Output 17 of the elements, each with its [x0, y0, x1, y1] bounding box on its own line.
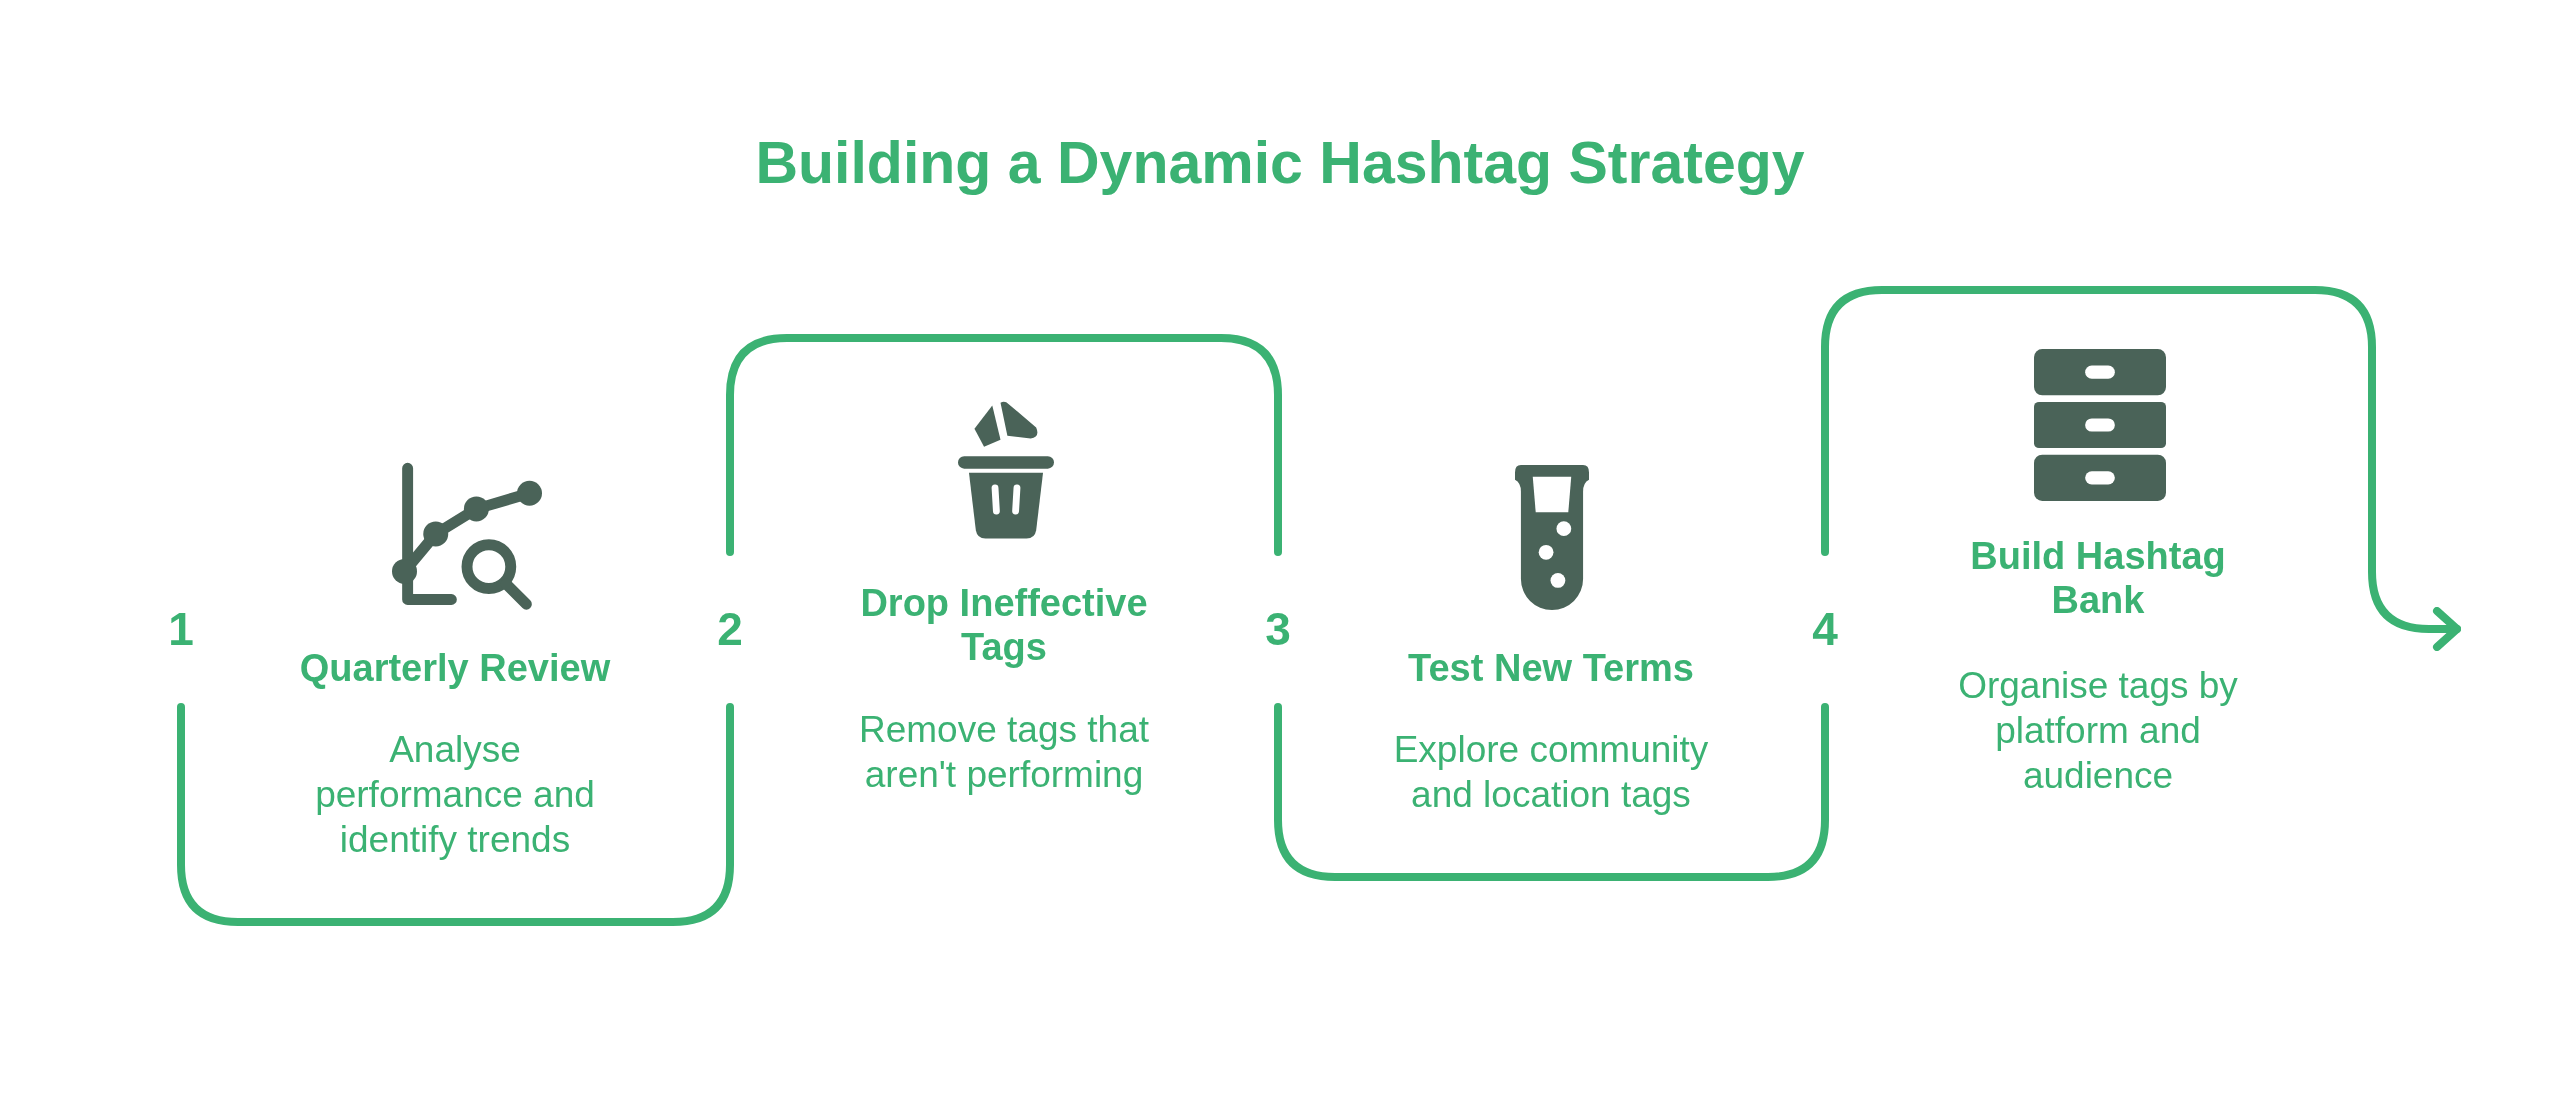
step-heading: Quarterly Review: [298, 646, 612, 690]
step-heading: Drop Ineffective Tags: [859, 581, 1149, 669]
connector-line: [726, 334, 1282, 556]
step-number: 2: [717, 606, 743, 652]
step-heading: Test New Terms: [1407, 646, 1695, 690]
arrow: [1821, 286, 2461, 651]
connector-line: [177, 703, 734, 926]
step-description: Organise tags by platform and audience: [1957, 664, 2239, 798]
step-number: 4: [1812, 606, 1838, 652]
diagram-title: Building a Dynamic Hashtag Strategy: [755, 129, 1805, 198]
step-description: Analyse performance and identify trends: [314, 728, 596, 862]
step-description: Explore community and location tags: [1392, 728, 1710, 817]
connector-line: [1274, 703, 1829, 881]
step-number: 3: [1265, 606, 1291, 652]
step-description: Remove tags that aren't performing: [858, 708, 1150, 797]
step-number: 1: [168, 606, 194, 652]
step-heading: Build Hashtag Bank: [1969, 534, 2227, 622]
